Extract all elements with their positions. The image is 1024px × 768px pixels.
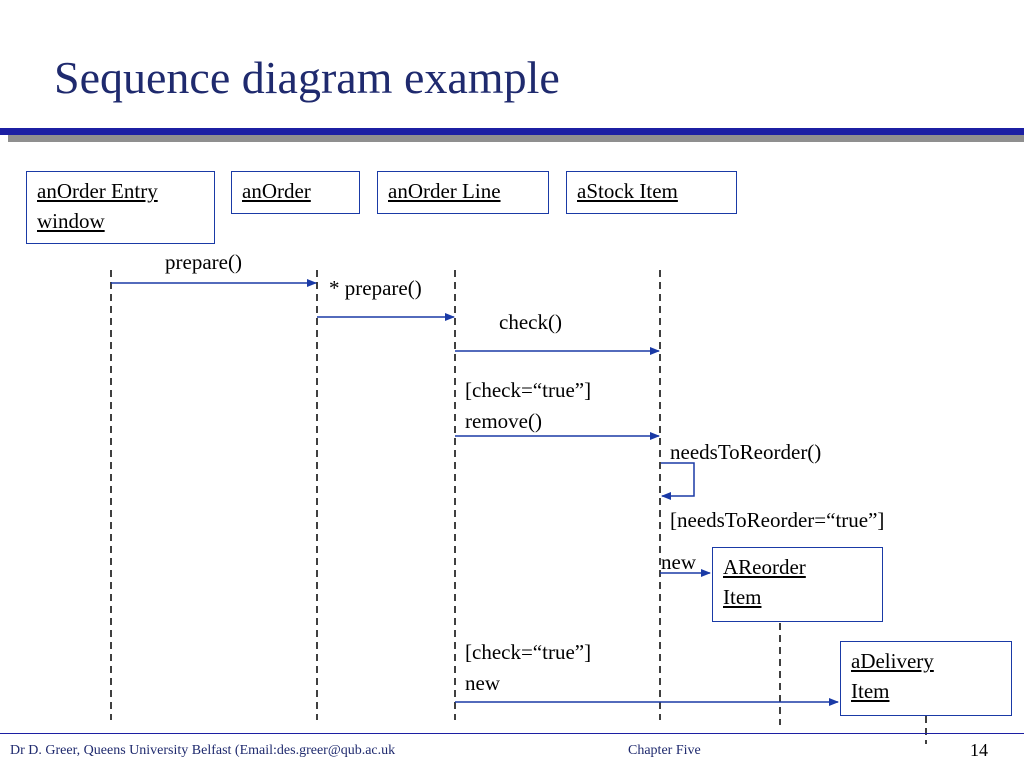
page-number: 14 <box>970 740 988 760</box>
message-label-remove-condition: [check=“true”] <box>465 378 592 402</box>
footer-author: Dr D. Greer, Queens University Belfast (… <box>10 743 396 758</box>
message-label-needs-to-reorder: needsToReorder() <box>670 440 822 464</box>
object-label: anOrder Entry window <box>37 179 158 233</box>
title-rule <box>0 128 1024 135</box>
object-label: anOrder <box>242 179 311 203</box>
object-label: AReorder Item <box>723 555 806 609</box>
object-label: aDelivery Item <box>851 649 934 703</box>
message-label-reorder-condition: [needsToReorder=“true”] <box>670 508 885 532</box>
object-delivery-item: aDelivery Item <box>840 641 1012 716</box>
object-order-entry-window: anOrder Entry window <box>26 171 215 244</box>
message-label-new-delivery: new <box>465 671 500 695</box>
message-label-check: check() <box>499 310 562 334</box>
object-order: anOrder <box>231 171 360 214</box>
footer-rule <box>0 733 1024 734</box>
message-label-prepare: prepare() <box>165 250 242 274</box>
object-order-line: anOrder Line <box>377 171 549 214</box>
title-rule-shadow <box>8 135 1024 142</box>
slide-title: Sequence diagram example <box>54 52 560 103</box>
message-label-new-reorder: new <box>661 550 696 574</box>
message-label-delivery-condition: [check=“true”] <box>465 640 592 664</box>
message-label-remove: remove() <box>465 409 542 433</box>
object-stock-item: aStock Item <box>566 171 737 214</box>
object-label: aStock Item <box>577 179 678 203</box>
footer-chapter: Chapter Five <box>628 743 701 758</box>
object-reorder-item: AReorder Item <box>712 547 883 622</box>
message-label-star-prepare: * prepare() <box>329 276 422 300</box>
arrow-needs-to-reorder <box>661 462 695 500</box>
object-label: anOrder Line <box>388 179 501 203</box>
